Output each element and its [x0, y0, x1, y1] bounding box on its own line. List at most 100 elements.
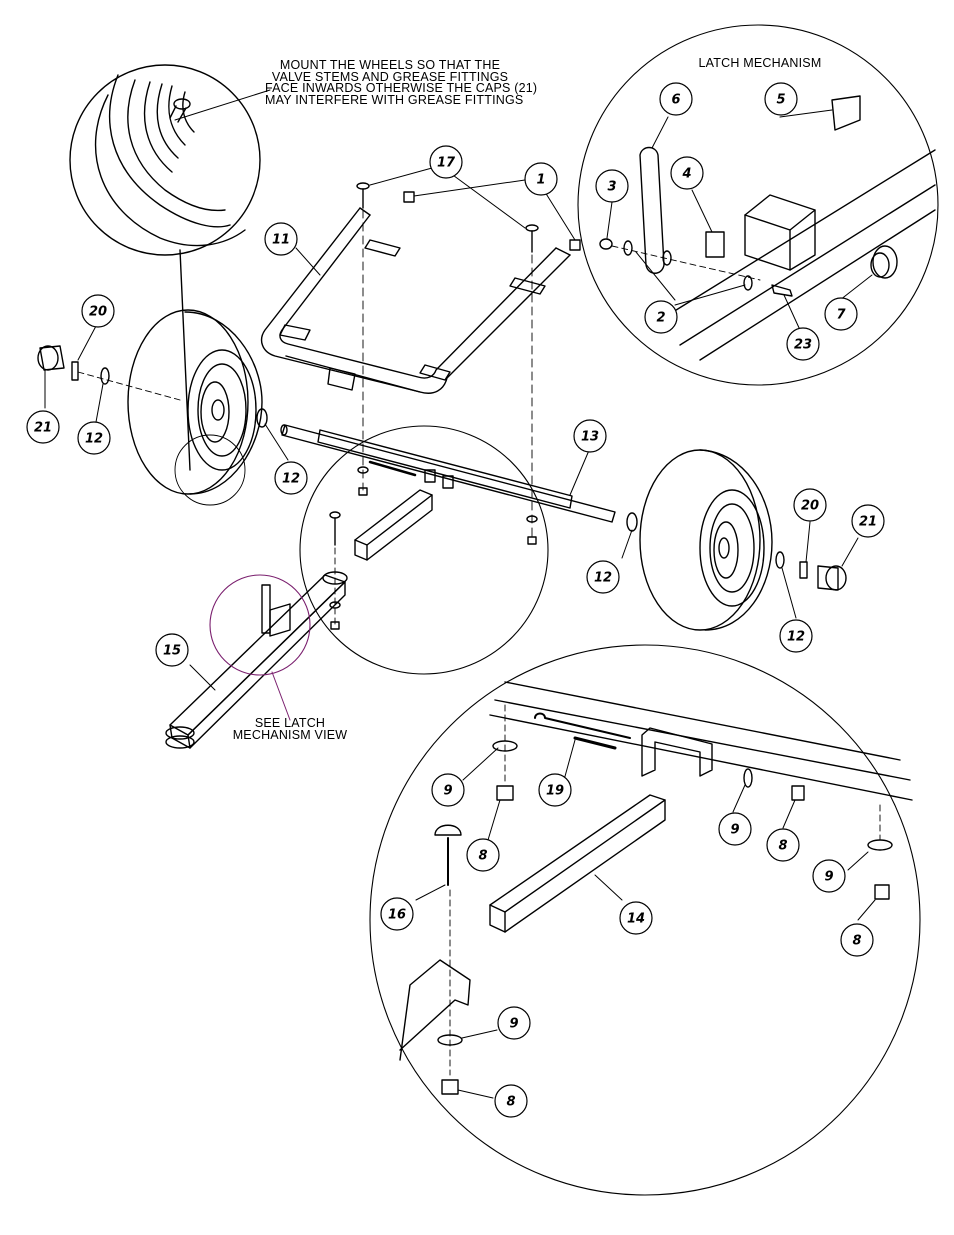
- callout-circle: [595, 169, 629, 203]
- wheel-mount-note: MOUNT THE WHEELS SO THAT THE VALVE STEMS…: [265, 58, 537, 107]
- callout-number: 2: [656, 311, 665, 326]
- callout-12: 12: [779, 619, 813, 653]
- callout-circle: [812, 859, 846, 893]
- callout-circle: [573, 419, 607, 453]
- callout-7: 7: [824, 297, 858, 331]
- callout-17: 17: [429, 145, 463, 179]
- callout-circle: [380, 897, 414, 931]
- callout-number: 5: [776, 93, 785, 108]
- callout-number: 9: [730, 823, 739, 838]
- callout-circle: [766, 828, 800, 862]
- callout-number: 21: [34, 421, 52, 436]
- handle-frame: [260, 207, 571, 394]
- latch-mechanism-title-text: LATCH MECHANISM: [698, 56, 822, 70]
- bottom-detail-circle: [369, 644, 921, 1196]
- callout-4: 4: [670, 156, 704, 190]
- callout-number: 12: [594, 571, 612, 586]
- center-hitch-parts: [329, 489, 433, 630]
- callout-5: 5: [764, 82, 798, 116]
- callout-circle: [779, 619, 813, 653]
- callout-circle: [851, 504, 885, 538]
- callout-12: 12: [274, 461, 308, 495]
- callout-number: 8: [506, 1095, 515, 1110]
- callout-circle: [586, 560, 620, 594]
- latch-parts: [599, 95, 936, 361]
- callout-23: 23: [786, 327, 820, 361]
- see-latch-note-line: SEE LATCH: [254, 716, 326, 730]
- callout-8: 8: [840, 923, 874, 957]
- tongue: [165, 571, 348, 749]
- callout-number: 14: [627, 912, 645, 927]
- callout-circle: [429, 145, 463, 179]
- callout-number: 4: [681, 167, 691, 182]
- callout-number: 20: [89, 305, 107, 320]
- callout-2: 2: [644, 300, 678, 334]
- callout-8: 8: [466, 838, 500, 872]
- latch-mechanism-title: LATCH MECHANISM: [690, 56, 830, 70]
- callout-9: 9: [812, 859, 846, 893]
- wheel-mount-note-line: MAY INTERFERE WITH GREASE FITTINGS: [265, 92, 524, 107]
- callout-circle: [26, 410, 60, 444]
- callout-21: 21: [851, 504, 885, 538]
- left-wheel: [127, 309, 263, 506]
- callout-circle: [524, 162, 558, 196]
- callout-circle: [644, 300, 678, 334]
- callout-9: 9: [497, 1006, 531, 1040]
- callout-1: 1: [524, 162, 558, 196]
- callout-number: 17: [437, 156, 456, 171]
- callout-circle: [466, 838, 500, 872]
- callout-number: 20: [801, 499, 819, 514]
- callout-9: 9: [431, 773, 465, 807]
- callout-number: 8: [778, 839, 787, 854]
- callout-circle: [786, 327, 820, 361]
- callout-circle: [155, 633, 189, 667]
- callout-number: 19: [546, 784, 564, 799]
- callout-circle: [431, 773, 465, 807]
- callout-circle: [81, 294, 115, 328]
- callout-16: 16: [380, 897, 414, 931]
- callout-3: 3: [595, 169, 629, 203]
- leader-lines: [44, 89, 876, 1099]
- callout-number: 11: [272, 233, 290, 248]
- callout-circle: [840, 923, 874, 957]
- left-hub-parts: [37, 345, 268, 428]
- callout-number: 15: [163, 644, 181, 659]
- callout-number: 9: [509, 1017, 518, 1032]
- wheel-mount-note-line: VALVE STEMS AND GREASE FITTINGS: [271, 69, 509, 84]
- valve-stem-detail: [69, 64, 261, 471]
- bottom-hitch-parts: [399, 681, 913, 1095]
- callout-15: 15: [155, 633, 189, 667]
- callout-19: 19: [538, 773, 572, 807]
- callout-number: 6: [671, 93, 680, 108]
- callout-number: 1: [536, 173, 545, 188]
- right-wheel: [639, 449, 773, 631]
- see-latch-note: SEE LATCH MECHANISM VIEW: [220, 716, 360, 741]
- callout-number: 23: [794, 338, 812, 353]
- callout-12: 12: [77, 421, 111, 455]
- callout-11: 11: [264, 222, 298, 256]
- callout-number: 21: [859, 515, 877, 530]
- callout-number: 12: [85, 432, 103, 447]
- latch-highlight-circle: [209, 574, 311, 676]
- callout-number: 7: [836, 308, 846, 323]
- center-detail-circle: [299, 425, 549, 675]
- callout-number: 8: [478, 849, 487, 864]
- callout-20: 20: [81, 294, 115, 328]
- callout-9: 9: [718, 812, 752, 846]
- callout-8: 8: [766, 828, 800, 862]
- wheel-mount-note-line: MOUNT THE WHEELS SO THAT THE: [279, 58, 501, 72]
- callout-14: 14: [619, 901, 653, 935]
- callout-circle: [824, 297, 858, 331]
- callout-number: 3: [607, 180, 616, 195]
- callout-circle: [793, 488, 827, 522]
- callout-circle: [619, 901, 653, 935]
- callout-number: 9: [824, 870, 833, 885]
- callout-20: 20: [793, 488, 827, 522]
- callout-circle: [718, 812, 752, 846]
- callout-number: 12: [282, 472, 300, 487]
- callout-circle: [494, 1084, 528, 1118]
- callout-circle: [764, 82, 798, 116]
- callout-number: 9: [443, 784, 452, 799]
